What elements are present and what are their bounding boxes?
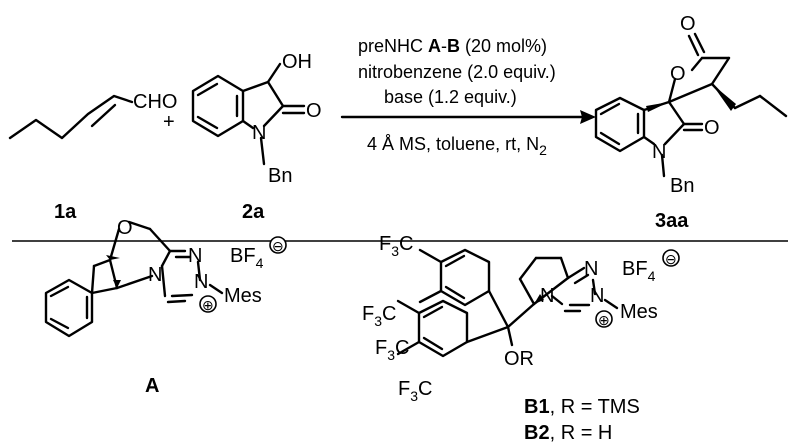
mesityl-group: Mes	[224, 285, 262, 307]
carbonyl-oxygen: O	[306, 100, 322, 122]
plus-sign: +	[163, 111, 175, 133]
counterion: BF4	[230, 245, 264, 271]
compound-3aa: O O O N Bn	[594, 13, 788, 197]
nitrogen-atom: N	[188, 245, 202, 267]
compound-label-2a: 2a	[242, 201, 265, 223]
cf3-group: F3C	[379, 233, 413, 259]
reaction-arrow	[340, 110, 596, 124]
nitrogen-atom: N	[252, 122, 266, 144]
condition-catalyst: preNHC A-B (20 mol%)	[358, 36, 547, 56]
oxygen-atom: O	[117, 217, 133, 239]
benzyl-group: Bn	[268, 165, 292, 187]
counterion: BF4	[622, 258, 656, 284]
nitrogen-atom: N	[584, 258, 598, 280]
aldehyde-group: CHO	[133, 91, 177, 113]
condition-solvent: 4 Å MS, toluene, rt, N2	[367, 134, 547, 158]
compound-1a: CHO	[8, 91, 177, 140]
catalyst-label-b2: B2, R = H	[524, 422, 612, 444]
catalyst-label-a: A	[145, 375, 159, 397]
benzyl-group: Bn	[670, 175, 694, 197]
cf3-group: F3C	[398, 378, 432, 404]
catalyst-b: F3C F3C F3C F3C N N N Mes OR ⊕ BF4 ⊖	[362, 233, 680, 404]
condition-base: base (1.2 equiv.)	[384, 87, 517, 107]
nitrogen-atom: N	[652, 141, 666, 163]
catalyst-a: O N N N Mes ⊕ BF4 ⊖	[44, 217, 287, 338]
nitrogen-atom: N	[148, 264, 162, 286]
lactone-carbonyl-oxygen: O	[680, 13, 696, 35]
positive-charge-icon	[199, 295, 217, 313]
ether-group: OR	[504, 348, 534, 370]
positive-charge-icon	[595, 310, 613, 328]
negative-charge-icon	[662, 249, 680, 267]
cf3-group: F3C	[375, 337, 409, 363]
amide-oxygen: O	[704, 117, 720, 139]
cf3-group: F3C	[362, 303, 396, 329]
ring-oxygen: O	[670, 63, 686, 85]
compound-2a: OH O N Bn	[191, 51, 322, 187]
svg-text:⊕: ⊕	[202, 297, 214, 313]
compound-label-1a: 1a	[54, 201, 77, 223]
compound-label-3aa: 3aa	[655, 210, 689, 232]
nitrogen-atom: N	[540, 285, 554, 307]
mesityl-group: Mes	[620, 301, 658, 323]
svg-text:⊕: ⊕	[598, 312, 610, 328]
nitrogen-atom: N	[194, 271, 208, 293]
svg-text:⊖: ⊖	[272, 238, 284, 254]
nitrogen-atom: N	[590, 285, 604, 307]
catalyst-label-b1: B1, R = TMS	[524, 396, 640, 418]
hydroxyl-group: OH	[282, 51, 312, 73]
negative-charge-icon	[269, 236, 287, 254]
condition-oxidant: nitrobenzene (2.0 equiv.)	[358, 62, 556, 82]
svg-text:⊖: ⊖	[665, 251, 677, 267]
